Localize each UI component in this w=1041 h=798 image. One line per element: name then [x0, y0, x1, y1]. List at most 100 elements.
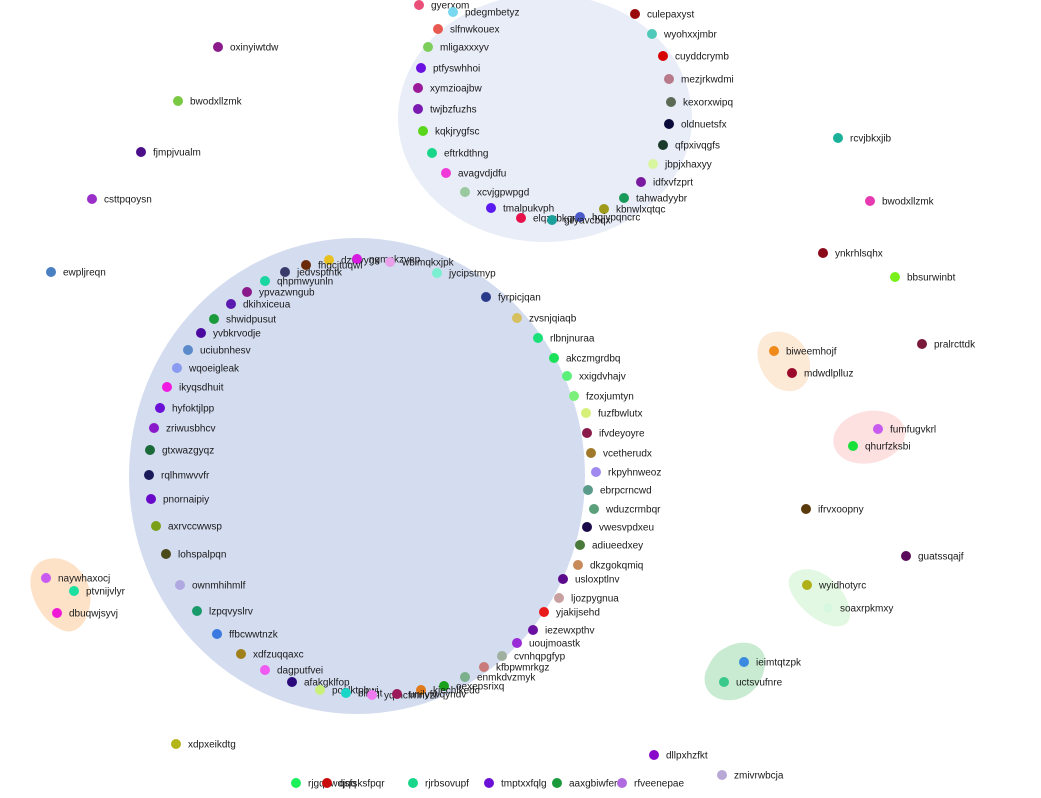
node-dot[interactable] — [554, 593, 564, 603]
node-dot[interactable] — [591, 467, 601, 477]
graph-node[interactable]: rkpyhnweoz — [591, 467, 661, 479]
graph-node[interactable]: vwesvpdxeu — [582, 522, 654, 534]
node-dot[interactable] — [630, 9, 640, 19]
node-dot[interactable] — [539, 607, 549, 617]
graph-node[interactable]: wyohxxjmbr — [647, 29, 717, 41]
graph-node[interactable]: yjakijsehd — [539, 607, 600, 619]
graph-node[interactable]: gtxwazgyqz — [145, 445, 214, 457]
graph-node[interactable]: wbimqkxjpk — [385, 257, 455, 269]
node-dot[interactable] — [573, 560, 583, 570]
graph-node[interactable]: mligaxxxyv — [423, 42, 489, 54]
node-dot[interactable] — [242, 287, 252, 297]
node-dot[interactable] — [890, 272, 900, 282]
graph-node[interactable]: qfpxivqgfs — [658, 140, 720, 152]
node-dot[interactable] — [873, 424, 883, 434]
graph-node[interactable]: lzpqvyslrv — [192, 606, 253, 618]
node-dot[interactable] — [575, 540, 585, 550]
graph-node[interactable]: tmptxxfqlg — [484, 778, 547, 790]
graph-node[interactable]: kjechlkedc — [416, 685, 480, 697]
graph-node[interactable]: ypvazwngub — [242, 287, 315, 299]
node-dot[interactable] — [460, 187, 470, 197]
graph-node[interactable]: fuzfbwlutx — [581, 408, 642, 420]
graph-node[interactable]: kexorxwipq — [666, 97, 733, 109]
node-dot[interactable] — [414, 0, 424, 10]
graph-node[interactable]: ljozpygnua — [554, 593, 619, 605]
node-dot[interactable] — [648, 159, 658, 169]
node-dot[interactable] — [664, 119, 674, 129]
graph-node[interactable]: xdfzuqqaxc — [236, 649, 304, 661]
graph-node[interactable]: shwidpusut — [209, 314, 276, 326]
node-dot[interactable] — [818, 248, 828, 258]
graph-node[interactable]: twjbzfuzhs — [413, 104, 477, 116]
graph-node[interactable]: dkihxiceua — [226, 299, 291, 311]
graph-node[interactable]: jycipstmyp — [432, 268, 496, 280]
node-dot[interactable] — [52, 608, 62, 618]
node-dot[interactable] — [549, 353, 559, 363]
graph-node[interactable]: rjgqbwdjqq — [291, 778, 356, 790]
node-dot[interactable] — [649, 750, 659, 760]
graph-node[interactable]: fzoxjumtyn — [569, 391, 634, 403]
node-dot[interactable] — [666, 97, 676, 107]
graph-node[interactable]: iezewxpthv — [528, 625, 594, 637]
node-dot[interactable] — [658, 140, 668, 150]
graph-node[interactable]: biweemhojf — [769, 346, 837, 358]
node-dot[interactable] — [586, 448, 596, 458]
graph-node[interactable]: guatssqajf — [901, 551, 964, 563]
graph-node[interactable]: ownmhihmlf — [175, 580, 246, 592]
graph-node[interactable]: zmivrwbcja — [717, 770, 784, 782]
graph-node[interactable]: kqkjrygfsc — [418, 126, 479, 138]
graph-node[interactable]: fumfugvkrl — [873, 424, 936, 436]
node-dot[interactable] — [769, 346, 779, 356]
graph-node[interactable]: qsfsksfpqr — [322, 778, 385, 790]
node-dot[interactable] — [171, 739, 181, 749]
graph-node[interactable]: fhgcjtuqwl — [301, 260, 362, 272]
graph-node[interactable]: adiueedxey — [575, 540, 643, 552]
graph-node[interactable]: ngmnkzvep — [352, 254, 421, 266]
node-dot[interactable] — [196, 328, 206, 338]
graph-node[interactable]: rfveenepae — [617, 778, 684, 790]
node-dot[interactable] — [212, 629, 222, 639]
node-dot[interactable] — [301, 260, 311, 270]
graph-node[interactable]: afakgklfop — [287, 677, 350, 689]
graph-node[interactable]: ikyqsdhuit — [162, 382, 224, 394]
node-dot[interactable] — [41, 573, 51, 583]
node-dot[interactable] — [823, 603, 833, 613]
node-dot[interactable] — [413, 83, 423, 93]
graph-node[interactable]: tahwadyybr — [619, 193, 688, 205]
graph-node[interactable]: ewpljreqn — [46, 267, 106, 279]
node-dot[interactable] — [528, 625, 538, 635]
node-dot[interactable] — [385, 257, 395, 267]
graph-node[interactable]: unilyfwqyndv — [392, 689, 466, 701]
graph-node[interactable]: oldnuetsfx — [664, 119, 727, 131]
node-dot[interactable] — [260, 665, 270, 675]
node-dot[interactable] — [69, 586, 79, 596]
graph-node[interactable]: akczmgrdbq — [549, 353, 620, 365]
node-dot[interactable] — [533, 333, 543, 343]
graph-node[interactable]: eftrkdthng — [427, 148, 488, 160]
node-dot[interactable] — [392, 689, 402, 699]
graph-node[interactable]: culepaxyst — [630, 9, 694, 21]
graph-node[interactable]: mdwdlplluz — [787, 368, 853, 380]
node-dot[interactable] — [192, 606, 202, 616]
graph-node[interactable]: slfnwkouex — [433, 24, 499, 36]
graph-node[interactable]: ifrvxoopny — [801, 504, 864, 516]
graph-node[interactable]: fyrpicjqan — [481, 292, 541, 304]
node-dot[interactable] — [484, 778, 494, 788]
node-dot[interactable] — [291, 778, 301, 788]
node-dot[interactable] — [583, 485, 593, 495]
node-dot[interactable] — [209, 314, 219, 324]
graph-node[interactable]: uoujmoastk — [512, 638, 581, 650]
node-dot[interactable] — [582, 428, 592, 438]
node-dot[interactable] — [486, 203, 496, 213]
graph-node[interactable]: qhurfzksbi — [848, 441, 911, 453]
graph-node[interactable]: rlbnjnuraa — [533, 333, 595, 345]
node-dot[interactable] — [352, 254, 362, 264]
node-dot[interactable] — [717, 770, 727, 780]
graph-node[interactable]: oexepsrixq — [439, 681, 504, 693]
node-dot[interactable] — [136, 147, 146, 157]
node-dot[interactable] — [87, 194, 97, 204]
node-dot[interactable] — [617, 778, 627, 788]
graph-node[interactable]: bwodxllzmk — [173, 96, 243, 108]
graph-node[interactable]: xymzioajbw — [413, 83, 482, 95]
graph-node[interactable]: ifvdeyoyre — [582, 428, 645, 440]
